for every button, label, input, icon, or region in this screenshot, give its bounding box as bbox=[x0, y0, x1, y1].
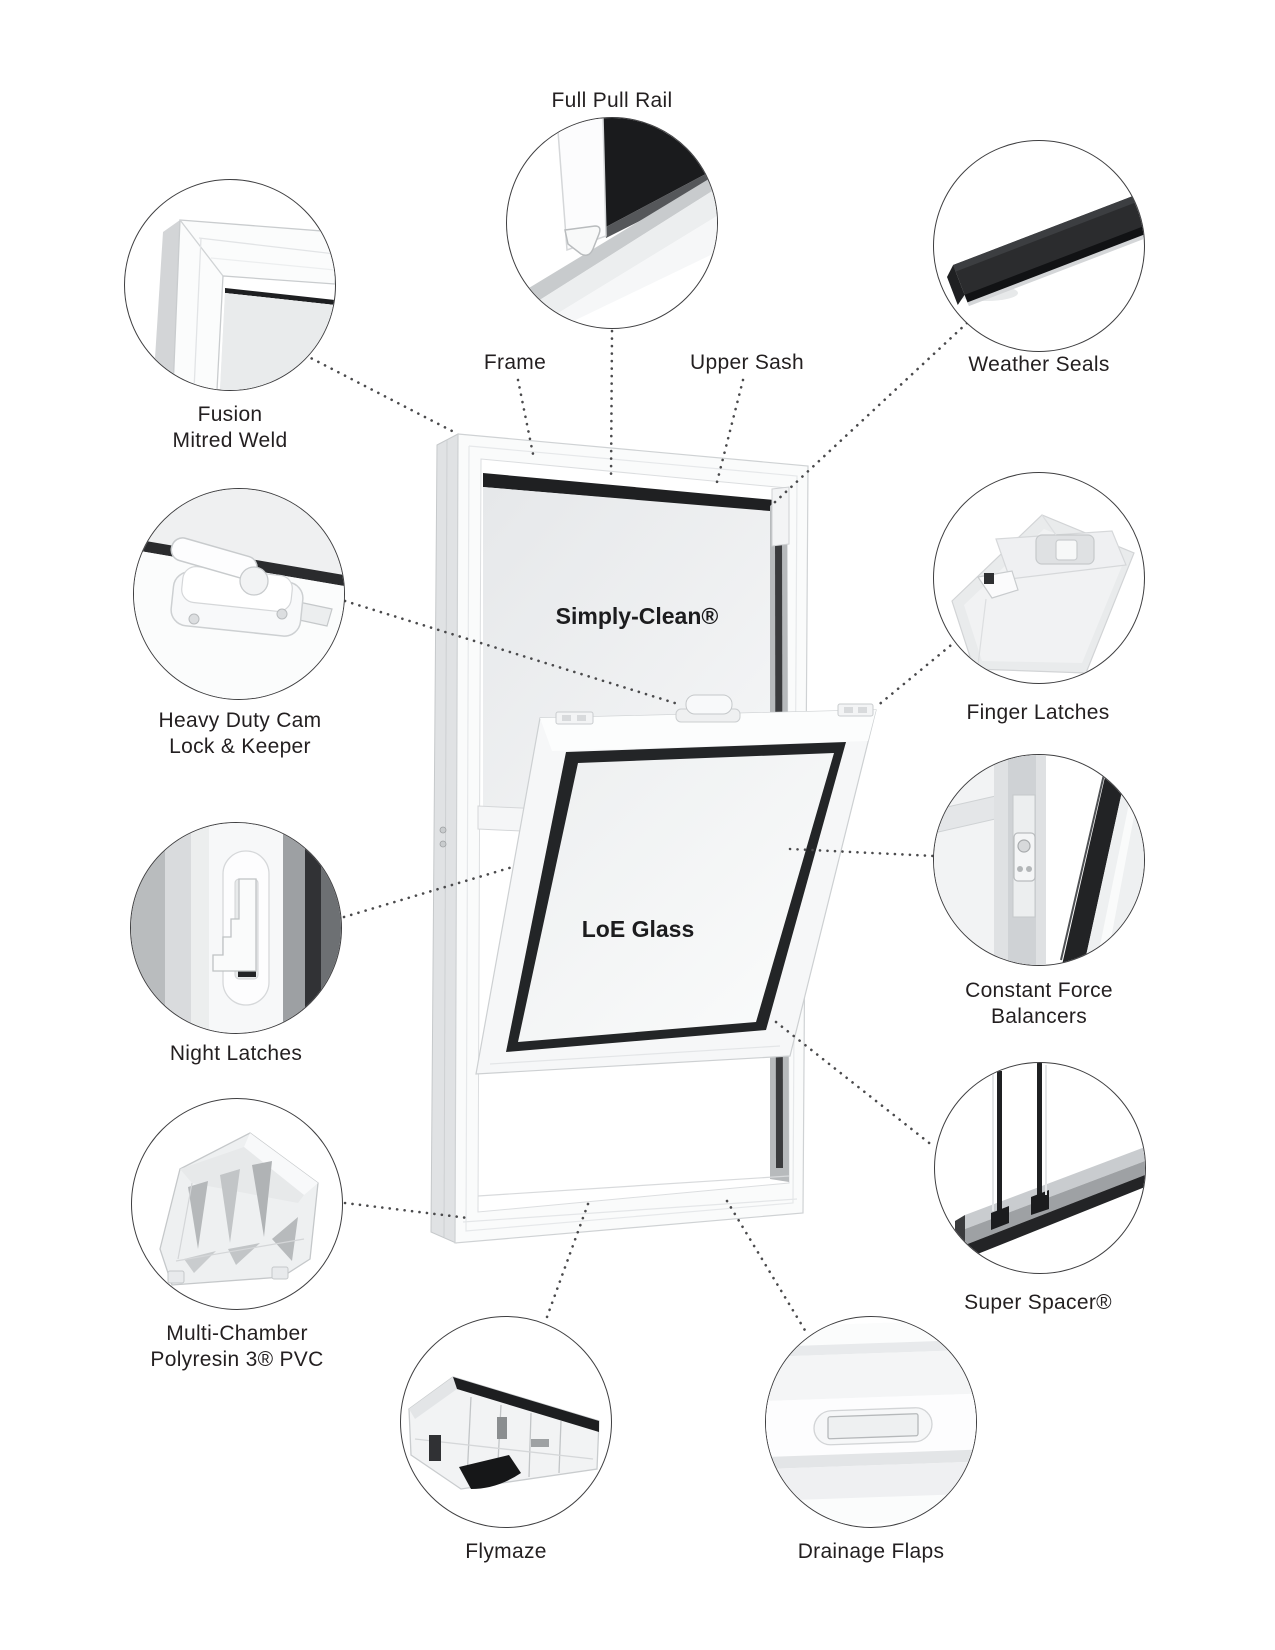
welded-corner-photo bbox=[153, 219, 335, 390]
rubber-seal-strip-photo bbox=[947, 196, 1144, 307]
callout-full-pull-rail bbox=[506, 117, 718, 329]
callout-multi-chamber-pvc bbox=[131, 1098, 343, 1310]
leader-drainage-flaps bbox=[725, 1199, 808, 1334]
part-label-upper-sash: Upper Sash bbox=[690, 351, 804, 374]
night-latch-photo bbox=[131, 823, 341, 1033]
callout-label-weather-seals: Weather Seals bbox=[968, 353, 1110, 376]
sill-cross-section-photo bbox=[408, 1376, 600, 1490]
pvc-profile-photo bbox=[159, 1132, 319, 1286]
callout-label-super-spacer: Super Spacer® bbox=[964, 1291, 1112, 1314]
leader-frame bbox=[516, 378, 535, 456]
callout-drainage-flaps bbox=[765, 1316, 977, 1528]
cam-lock-photo bbox=[134, 489, 344, 699]
balancer-photo bbox=[934, 755, 1144, 965]
leader-flymaze bbox=[545, 1202, 590, 1319]
callout-constant-force-balancers bbox=[933, 754, 1145, 966]
leader-full-pull-rail bbox=[609, 329, 614, 482]
callout-label-full-pull-rail: Full Pull Rail bbox=[551, 89, 673, 112]
leader-finger-latches bbox=[874, 639, 958, 709]
upper-glass-label: Simply-Clean® bbox=[556, 603, 719, 629]
callout-label-finger-latches: Finger Latches bbox=[966, 701, 1110, 724]
pull-rail-photo bbox=[519, 118, 717, 328]
drainage-flap-photo bbox=[766, 1319, 976, 1527]
part-label-frame: Frame bbox=[483, 351, 547, 374]
leader-upper-sash bbox=[714, 378, 745, 488]
lower-glass-label: LoE Glass bbox=[582, 916, 694, 942]
cam-lock-hardware bbox=[675, 694, 741, 723]
leader-lines bbox=[303, 321, 969, 1334]
callout-weather-seals bbox=[933, 140, 1145, 352]
leader-constant-force-balancers bbox=[788, 847, 936, 858]
callout-flymaze bbox=[400, 1316, 612, 1528]
finger-latch-hardware bbox=[555, 703, 874, 725]
main-window: Simply-Clean® LoE Glass bbox=[430, 433, 877, 1244]
callout-super-spacer bbox=[934, 1062, 1146, 1274]
callout-fusion-mitred-weld bbox=[124, 179, 336, 391]
callout-label-flymaze: Flymaze bbox=[465, 1540, 547, 1563]
tilted-lower-sash bbox=[475, 694, 877, 1075]
callout-finger-latches bbox=[933, 472, 1145, 684]
callout-night-latches bbox=[130, 822, 342, 1034]
finger-latch-photo bbox=[951, 514, 1135, 674]
leader-weather-seals bbox=[772, 321, 969, 505]
leader-fusion-mitred-weld bbox=[303, 353, 454, 433]
glass-spacer-photo bbox=[955, 1063, 1145, 1259]
callout-heavy-duty-cam-lock bbox=[133, 488, 345, 700]
leader-night-latches bbox=[342, 864, 518, 919]
callout-label-drainage-flaps: Drainage Flaps bbox=[797, 1540, 945, 1563]
callout-label-night-latches: Night Latches bbox=[169, 1042, 303, 1065]
